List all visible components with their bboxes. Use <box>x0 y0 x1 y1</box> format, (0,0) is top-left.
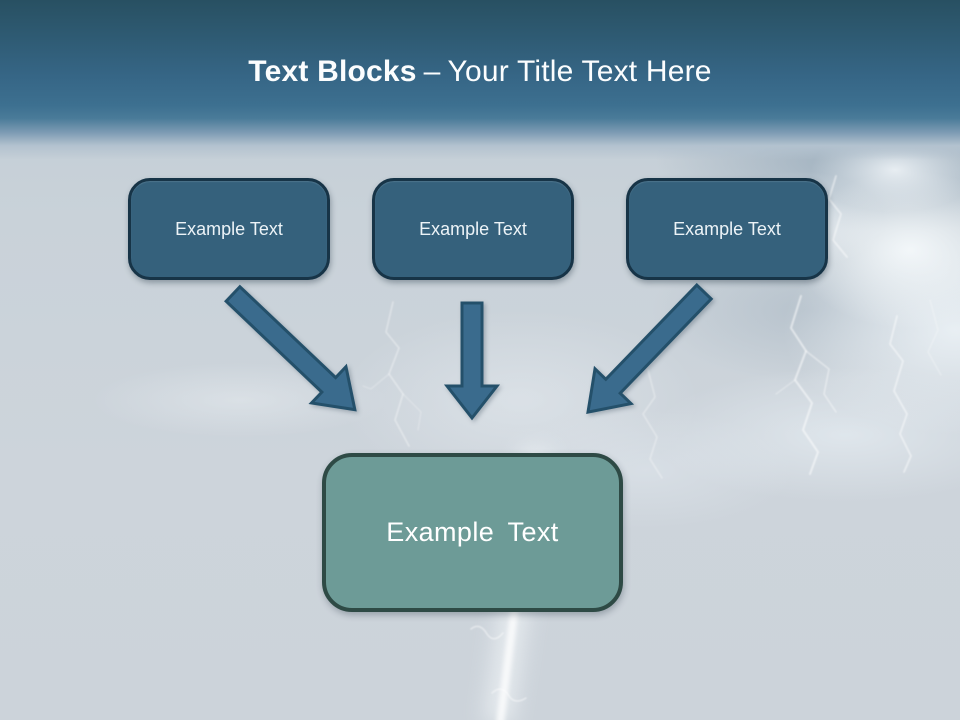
text-block-2[interactable]: Example Text <box>372 178 574 280</box>
arrow-down-icon[interactable] <box>443 301 501 421</box>
text-block-1[interactable]: Example Text <box>128 178 330 280</box>
text-block-3-label: Example Text <box>673 218 781 239</box>
text-block-result-label: Example Text <box>386 517 559 547</box>
text-block-1-label: Example Text <box>175 218 283 239</box>
text-block-2-label: Example Text <box>419 218 527 239</box>
title-bar <box>0 0 960 160</box>
arrow-down-right-icon[interactable] <box>216 276 372 428</box>
title-bold-text: Text Blocks <box>248 55 417 88</box>
page-title[interactable]: Text Blocks–Your Title Text Here <box>0 55 960 89</box>
title-separator: – <box>423 55 441 88</box>
arrow-down-left-icon[interactable] <box>570 275 722 430</box>
title-regular-text: Your Title Text Here <box>447 55 712 88</box>
lightning-bolts <box>362 175 942 702</box>
text-block-3[interactable]: Example Text <box>626 178 828 280</box>
text-block-result[interactable]: Example Text <box>322 453 623 612</box>
